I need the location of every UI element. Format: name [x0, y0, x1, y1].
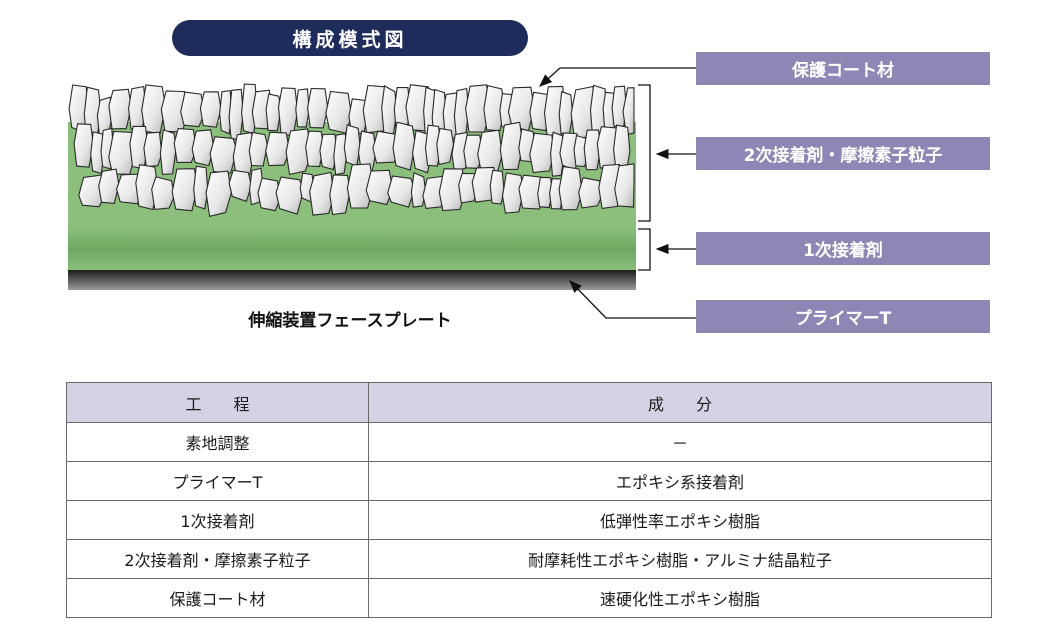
table-row: 1次接着剤 低弾性率エポキシ樹脂 — [66, 500, 992, 540]
particle — [489, 169, 505, 205]
table-cell-component: 耐摩耗性エポキシ樹脂・アルミナ結晶粒子 — [368, 539, 992, 579]
particle — [305, 130, 325, 168]
table-cell-component: エポキシ系接着剤 — [368, 461, 992, 501]
particle — [329, 174, 351, 216]
particle — [180, 91, 205, 128]
particle — [171, 168, 199, 212]
particle — [265, 131, 291, 167]
particle — [436, 127, 455, 166]
particle — [333, 133, 348, 176]
table-cell-component: 低弾性率エポキシ樹脂 — [368, 500, 992, 540]
particle — [275, 176, 304, 215]
leader-protective-coat — [539, 67, 696, 87]
particle — [277, 87, 299, 137]
table-cell-process: 保護コート材 — [66, 578, 369, 618]
table-cell-process: 素地調整 — [66, 422, 369, 462]
particle — [265, 93, 282, 132]
table-cell-process: 2次接着剤・摩擦素子粒子 — [66, 539, 369, 579]
particle — [558, 90, 574, 135]
particle — [424, 124, 442, 167]
table-row: 素地調整 － — [66, 422, 992, 462]
particle — [343, 124, 361, 167]
face-plate — [68, 270, 636, 290]
table-cell-process: プライマーT — [66, 461, 369, 501]
particle — [558, 165, 583, 211]
table-row: 2次接着剤・摩擦素子粒子 耐摩耗性エポキシ樹脂・アルミナ結晶粒子 — [66, 539, 992, 579]
particle — [191, 129, 215, 167]
particle — [483, 84, 506, 132]
header-component: 成 分 — [368, 382, 992, 423]
particle — [614, 163, 635, 208]
table-row: 保護コート材 速硬化性エポキシ樹脂 — [66, 578, 992, 618]
particle — [622, 87, 635, 136]
friction-particles — [68, 83, 635, 217]
table-cell-component: 速硬化性エポキシ樹脂 — [368, 578, 992, 618]
particle — [228, 169, 252, 203]
table-row: プライマーT エポキシ系接着剤 — [66, 461, 992, 501]
particle — [529, 132, 556, 174]
particle — [583, 129, 602, 171]
layer-diagram — [68, 67, 696, 319]
particle — [410, 172, 427, 208]
particle — [205, 170, 232, 217]
particle — [387, 175, 416, 208]
callout-protective-coat: 保護コート材 — [696, 52, 990, 85]
particle — [143, 131, 163, 168]
particle — [108, 88, 132, 130]
particle — [209, 136, 238, 174]
leader-primer — [569, 280, 696, 319]
particle — [159, 129, 177, 175]
particle — [232, 131, 255, 177]
callout-secondary-adhesive: 2次接着剤・摩擦素子粒子 — [696, 137, 990, 170]
particle — [219, 89, 233, 135]
particle — [173, 128, 197, 163]
particle — [135, 164, 159, 211]
particle — [438, 168, 467, 212]
particle — [307, 87, 329, 129]
particle — [257, 177, 281, 212]
particle — [365, 169, 394, 206]
particle — [319, 133, 338, 171]
particle — [309, 171, 335, 216]
callout-primary-adhesive: 1次接着剤 — [696, 232, 990, 265]
bracket-upper — [638, 84, 651, 222]
particle — [285, 128, 312, 176]
particle — [499, 121, 524, 171]
bracket-lower — [638, 228, 651, 271]
plate-caption: 伸縮装置フェースプレート — [248, 311, 452, 331]
header-process: 工 程 — [66, 382, 369, 423]
callout-primer: プライマーT — [696, 300, 990, 333]
table-cell-process: 1次接着剤 — [66, 500, 369, 540]
particle — [501, 172, 525, 214]
particle — [193, 165, 209, 210]
particle — [537, 176, 554, 209]
composition-table: 工 程 成 分 素地調整 － プライマーT エポキシ系接着剤 1次接着剤 低弾性… — [66, 382, 992, 618]
particle — [199, 91, 222, 128]
primary-adhesive-layer — [68, 226, 636, 272]
diagram-title: 構成模式図 — [172, 20, 528, 56]
particle — [346, 163, 375, 209]
particle — [151, 176, 176, 210]
table-cell-component: － — [368, 422, 992, 462]
particle — [73, 123, 94, 168]
particle — [98, 168, 120, 204]
particle — [228, 88, 244, 141]
table-header-row: 工 程 成 分 — [66, 382, 992, 423]
particle — [295, 88, 310, 128]
particle — [392, 121, 416, 171]
particle — [248, 131, 268, 167]
